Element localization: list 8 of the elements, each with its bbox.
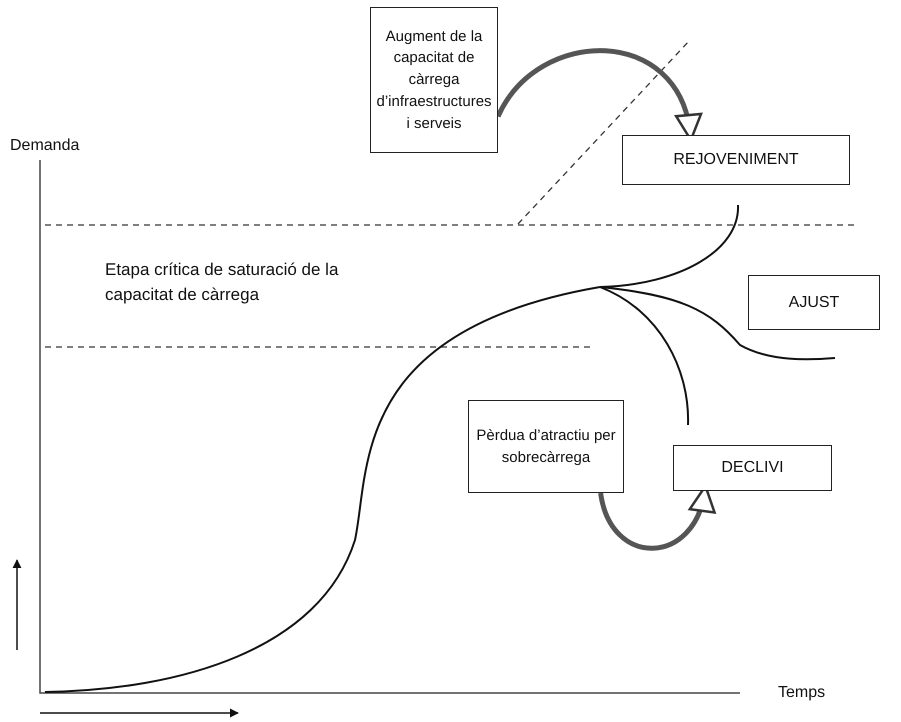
stage-label: Etapa crítica de saturació de la capacitat de càrrega <box>105 259 340 306</box>
text-box: Pèrdua d’atractiu per sobrecàrrega <box>468 400 624 493</box>
stage-box: REJOVENIMENT <box>622 135 850 185</box>
axis-label: Demanda <box>10 136 80 156</box>
stage-box: DECLIVI <box>673 445 832 491</box>
axis-label: Temps <box>778 683 826 703</box>
text-box: Augment de la capacitat de càrrega d’infraestructures i serveis <box>370 7 498 153</box>
stage-box: AJUST <box>748 275 880 330</box>
